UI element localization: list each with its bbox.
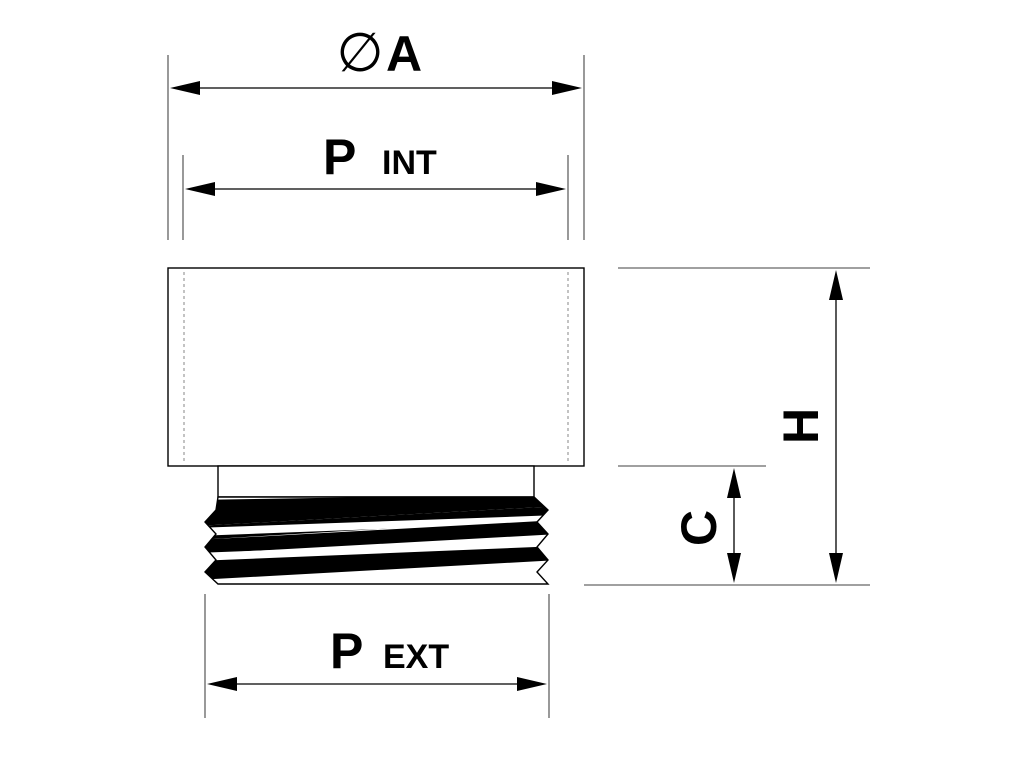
part-body — [167, 267, 585, 498]
height-label: H — [773, 408, 829, 444]
diameter-label: A — [386, 26, 422, 82]
p-ext-dimension: P EXT — [204, 594, 550, 718]
p-ext-subscript: EXT — [383, 638, 449, 676]
thread-section — [204, 496, 550, 585]
diameter-symbol: ∅ — [336, 23, 383, 83]
p-int-dimension: P INT — [182, 129, 569, 240]
p-int-letter: P — [323, 129, 356, 185]
c-label: C — [671, 510, 727, 546]
c-dimension: C — [618, 465, 766, 583]
diameter-a-dimension: ∅ A — [167, 23, 585, 240]
p-ext-letter: P — [330, 623, 363, 679]
height-h-dimension: H — [584, 267, 870, 586]
p-int-subscript: INT — [382, 144, 437, 182]
